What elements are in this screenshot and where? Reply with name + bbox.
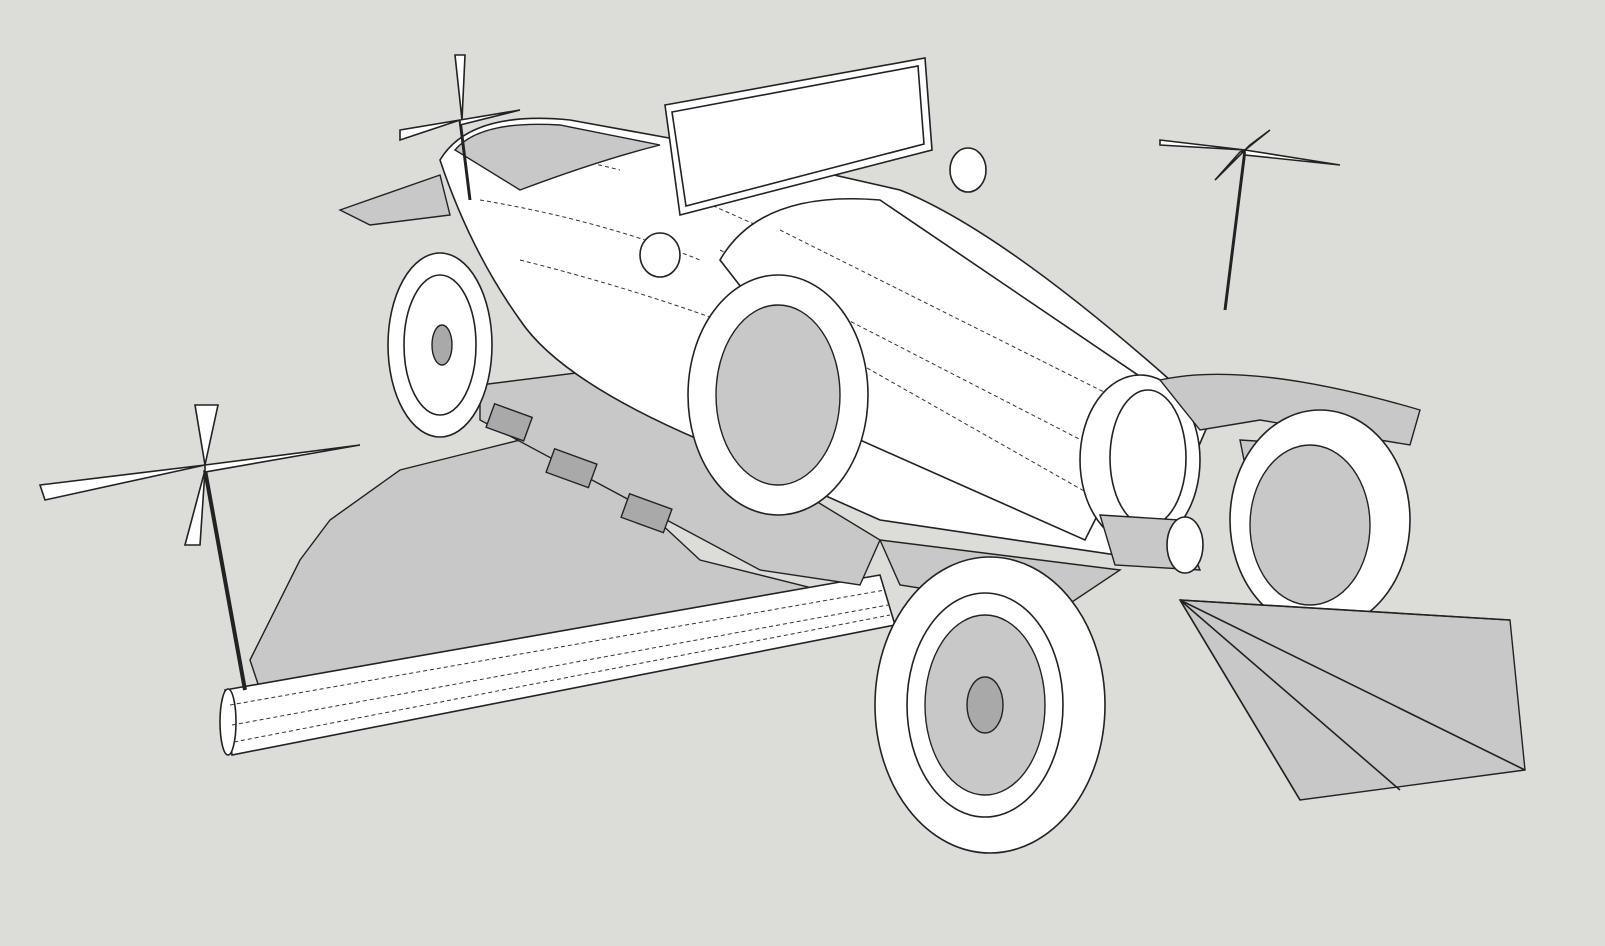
bonnet xyxy=(719,197,1162,542)
side-lamp xyxy=(949,147,987,193)
propeller-rear xyxy=(399,54,521,201)
headlamp-left xyxy=(1099,514,1204,574)
rear-wheel xyxy=(387,252,493,438)
exhaust-pipe xyxy=(219,574,897,756)
front-wheel xyxy=(874,556,1106,854)
bat-wing xyxy=(1178,599,1526,801)
vent xyxy=(485,402,534,442)
vent xyxy=(620,492,673,534)
rear-wing xyxy=(338,174,451,226)
propeller-side xyxy=(38,404,361,691)
seat-quilting xyxy=(453,123,661,191)
windscreen xyxy=(664,57,933,216)
propeller-front xyxy=(1159,129,1341,311)
vent xyxy=(545,447,598,489)
spare-tire xyxy=(687,274,869,516)
side-lamp xyxy=(639,232,681,278)
rear-right-wheel xyxy=(1229,409,1411,631)
